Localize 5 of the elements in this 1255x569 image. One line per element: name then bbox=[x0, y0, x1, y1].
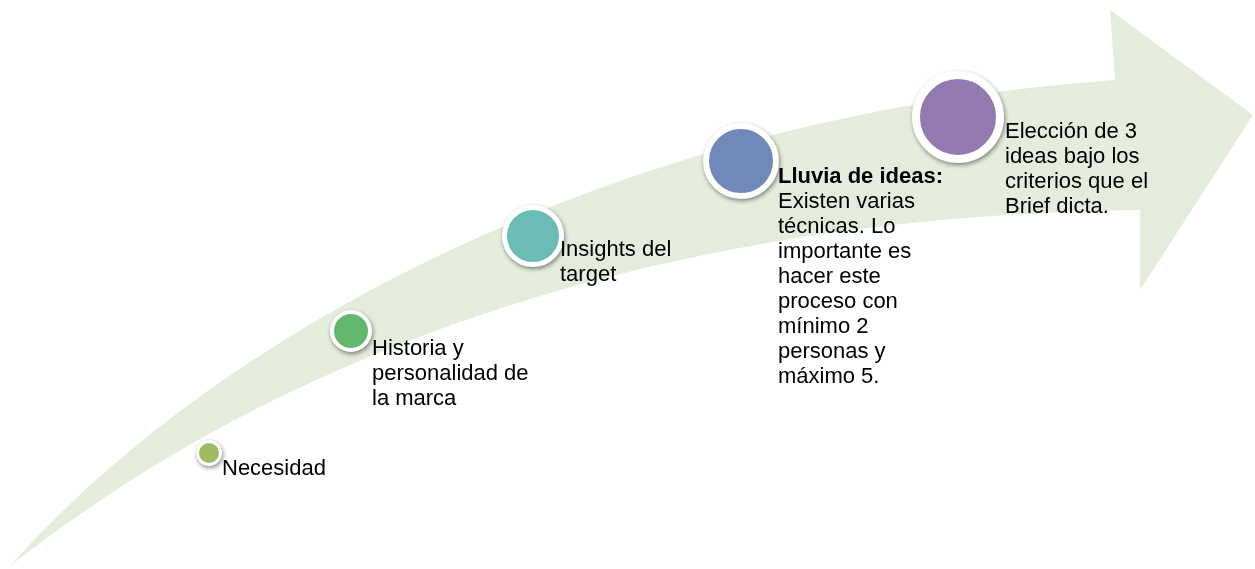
step-label: Insights del target bbox=[560, 236, 673, 286]
step-label: Lluvia de ideas: Existen varias técnicas. Lo importante es hacer este proceso con mínimo 2 personas y máximo 5. bbox=[778, 163, 945, 388]
step-label: Historia y personalidad de la marca bbox=[372, 335, 530, 410]
step-label: Elección de 3 ideas bajo los criterios que el Brief dicta. bbox=[1005, 118, 1150, 218]
step-label: Necesidad bbox=[222, 455, 327, 480]
